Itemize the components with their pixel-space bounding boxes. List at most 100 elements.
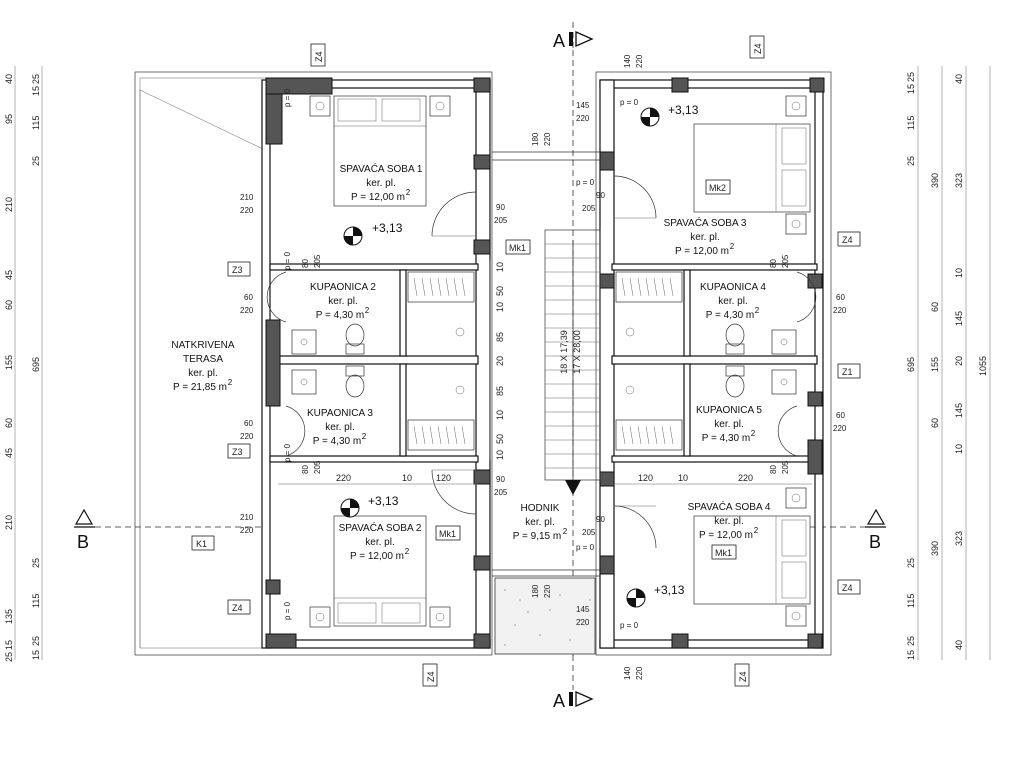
svg-text:Z4: Z4 [842,583,853,593]
svg-text:115: 115 [31,594,41,608]
svg-text:60: 60 [836,411,845,420]
svg-text:Z3: Z3 [232,265,243,275]
level-label-3: +3,13 [668,103,699,117]
svg-text:1055: 1055 [978,356,988,376]
sill-labels: p = 0 p = 0 p = 0 p = 0 p = 0 p = 0 p = … [283,88,639,630]
corridor-dims: 10 50 10 85 20 85 10 50 10 [489,260,505,460]
svg-text:50: 50 [495,286,505,296]
wall-tags: Z4 Z4 Z4 Z4 Z4 Z4 Z4 Z3 Z3 Z1 K1 Mk1 Mk1… [191,35,861,687]
svg-text:85: 85 [495,332,505,342]
svg-text:25: 25 [31,74,41,84]
svg-text:90: 90 [496,475,505,484]
svg-text:155: 155 [4,355,14,370]
svg-text:115: 115 [31,116,41,130]
level-label-1: +3,13 [372,221,403,235]
svg-text:45: 45 [4,448,14,458]
svg-text:Mk1: Mk1 [715,548,732,558]
svg-text:90: 90 [596,191,605,200]
svg-text:60: 60 [930,418,940,428]
window-dims: 210 220 210 220 60 220 60 220 60 220 60 … [240,54,847,680]
svg-text:Z4: Z4 [314,51,324,62]
svg-text:P = 4,30 m: P = 4,30 m [313,436,361,447]
svg-text:P = 12,00 m: P = 12,00 m [699,530,753,541]
svg-text:115: 115 [906,594,916,608]
svg-text:220: 220 [543,584,552,598]
room-label-spavaca3: SPAVAĆA SOBA 3 ker. pl. P = 12,00 m 2 [664,216,747,257]
svg-text:205: 205 [582,528,596,537]
bed-3 [693,123,811,213]
svg-text:695: 695 [906,357,916,372]
svg-text:Z4: Z4 [738,671,748,682]
svg-text:P = 12,00 m: P = 12,00 m [350,551,404,562]
svg-text:220: 220 [833,306,847,315]
svg-text:205: 205 [313,254,322,268]
svg-text:15: 15 [31,86,41,96]
svg-text:205: 205 [313,460,322,474]
svg-text:2: 2 [755,306,760,315]
section-mark-a-bottom: A [553,655,594,711]
room-label-kupaonica3: KUPAONICA 3 ker. pl. P = 4,30 m 2 [307,408,373,447]
svg-text:Z4: Z4 [232,603,243,613]
svg-text:15: 15 [906,650,916,660]
svg-text:2: 2 [228,378,233,387]
svg-text:p = 0: p = 0 [620,98,639,107]
svg-text:25: 25 [4,652,14,662]
svg-text:120: 120 [436,473,451,483]
svg-text:P = 12,00 m: P = 12,00 m [351,192,405,203]
section-b-letter-right: B [869,532,881,552]
svg-text:Mk1: Mk1 [439,529,456,539]
svg-text:220: 220 [738,473,753,483]
bed-2 [333,515,427,627]
svg-text:220: 220 [635,54,644,68]
svg-text:80: 80 [769,259,778,268]
svg-text:90: 90 [596,515,605,524]
left-dimension-chain: 40 95 210 45 60 155 60 45 210 135 15 25 … [4,66,43,662]
level-marker-4: +3,13 [626,583,685,608]
right-dimension-chain: 25 15 115 25 695 25 115 25 15 390 60 145… [906,66,991,660]
svg-text:220: 220 [336,473,351,483]
room-label-kupaonica4: KUPAONICA 4 ker. pl. P = 4,30 m 2 [700,282,766,321]
svg-text:180: 180 [531,132,540,146]
svg-text:220: 220 [635,666,644,680]
svg-text:TERASA: TERASA [183,354,223,365]
svg-text:80: 80 [301,465,310,474]
svg-text:25: 25 [31,558,41,568]
svg-text:390: 390 [930,173,940,188]
svg-text:2: 2 [563,527,568,536]
svg-text:2: 2 [405,547,410,556]
wardrobes [407,271,683,451]
svg-text:2: 2 [754,526,759,535]
horizontal-dims: 220 10 120 120 10 220 [278,473,812,485]
svg-text:155: 155 [930,357,940,372]
svg-text:10: 10 [495,262,505,272]
svg-text:ker. pl.: ker. pl. [714,516,743,527]
svg-text:p = 0: p = 0 [576,543,595,552]
svg-text:20: 20 [954,356,964,366]
partitions [269,263,818,463]
svg-text:SPAVAĆA SOBA 2: SPAVAĆA SOBA 2 [339,521,422,534]
svg-text:NATKRIVENA: NATKRIVENA [171,340,234,351]
svg-text:Z1: Z1 [842,367,853,377]
svg-text:2: 2 [751,429,756,438]
svg-text:145: 145 [954,403,964,418]
level-marker-1: +3,13 [343,221,403,246]
svg-text:P = 4,30 m: P = 4,30 m [316,310,364,321]
room-label-kupaonica2: KUPAONICA 2 ker. pl. P = 4,30 m 2 [310,282,376,321]
svg-text:KUPAONICA 5: KUPAONICA 5 [696,405,762,416]
doors [266,175,817,549]
svg-text:50: 50 [495,434,505,444]
svg-text:40: 40 [4,74,14,84]
svg-text:Z4: Z4 [842,235,853,245]
svg-text:210: 210 [240,513,254,522]
svg-text:210: 210 [240,193,254,202]
svg-text:10: 10 [402,473,412,483]
svg-text:P = 21,85 m: P = 21,85 m [173,382,227,393]
svg-text:135: 135 [4,609,14,624]
svg-text:K1: K1 [196,539,207,549]
svg-text:2: 2 [365,306,370,315]
svg-text:25: 25 [31,156,41,166]
svg-text:10: 10 [954,444,964,454]
svg-text:p = 0: p = 0 [283,251,292,270]
svg-text:60: 60 [836,293,845,302]
